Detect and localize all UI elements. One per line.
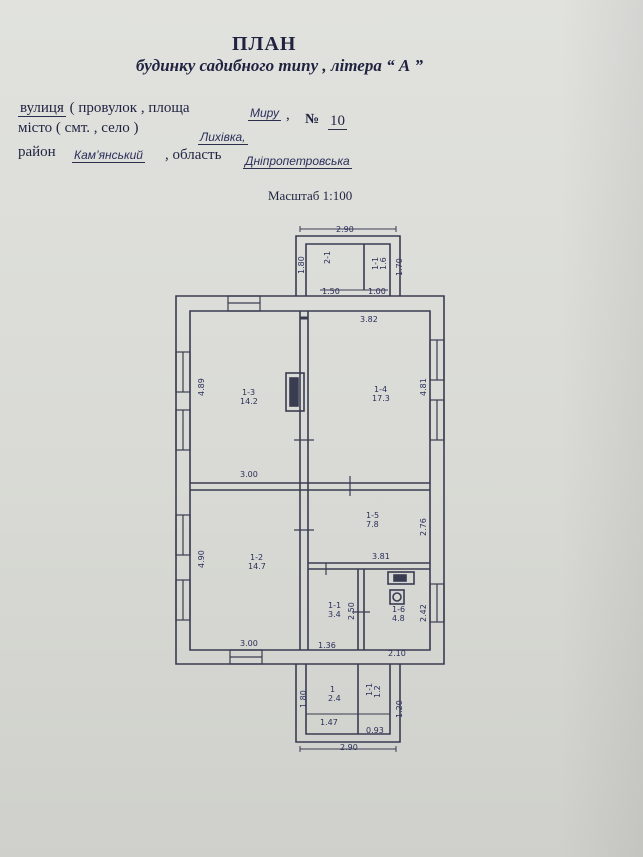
dim-label: 2.76 <box>419 518 428 536</box>
room-area: 1.2 <box>373 685 382 698</box>
dim-label: 2.42 <box>419 604 428 622</box>
stove-lower-fill <box>393 574 407 582</box>
dim-label: 4.90 <box>197 550 206 568</box>
dimension-ticks <box>299 226 397 752</box>
dim-label: 1.20 <box>395 700 404 718</box>
room-area: 2.4 <box>328 694 341 703</box>
number-label: № <box>305 112 320 127</box>
dim-label: 3.00 <box>240 470 258 479</box>
stove-upper-fill <box>289 377 299 407</box>
stove-upper <box>285 372 305 412</box>
dim-label: 1.00 <box>368 287 386 296</box>
dim-label: 3.81 <box>372 552 390 561</box>
region-value: Дніпропетровська <box>243 154 352 169</box>
top-porch-inner <box>305 243 391 296</box>
room-area: 3.4 <box>328 610 341 619</box>
dim-label: 3.82 <box>360 315 378 324</box>
dim-label: 1.36 <box>318 641 336 650</box>
bottom-porch-inner <box>305 664 391 735</box>
region-label: , область <box>165 147 222 163</box>
boiler-circle <box>392 592 402 602</box>
top-porch-outline <box>295 235 401 296</box>
dim-label: 1.80 <box>297 256 306 274</box>
number-value: 10 <box>328 113 347 130</box>
room-area: 7.8 <box>366 520 379 529</box>
dim-label: 3.00 <box>240 639 258 648</box>
street-line: вулиця ( провулок , площа <box>18 100 190 117</box>
room-area: 14.2 <box>240 397 258 406</box>
district-label: район <box>18 144 56 160</box>
dim-label: 4.81 <box>419 378 428 396</box>
district-value: Кам’янський <box>72 148 145 163</box>
room-label: 1 <box>330 685 335 694</box>
dim-label: 2.50 <box>347 602 356 620</box>
page-edge-shadow <box>560 0 643 857</box>
dim-label: 0.93 <box>366 726 384 735</box>
stove-lower <box>387 571 415 585</box>
room-label: 1-6 <box>392 605 405 614</box>
room-area: 4.8 <box>392 614 405 623</box>
plan-subtitle: будинку садибного типу , літера “ А ” <box>136 56 423 75</box>
windows <box>175 295 445 665</box>
dim-label: 2.90 <box>336 225 354 234</box>
scale-label: Масштаб 1:100 <box>268 188 353 203</box>
dim-label: 1.50 <box>322 287 340 296</box>
dim-label: 2.90 <box>340 743 358 752</box>
room-label: 1-3 <box>242 388 255 397</box>
room-area: 1.6 <box>379 257 388 270</box>
room-label: 1-4 <box>374 385 387 394</box>
plan-title: ПЛАН <box>232 33 297 55</box>
street-alt-labels: ( провулок , площа <box>65 100 190 116</box>
doors <box>294 316 370 613</box>
dim-label: 2.10 <box>388 649 406 658</box>
dim-label: 4.89 <box>197 378 206 396</box>
city-value: Лихівка, <box>198 130 248 145</box>
street-value: Миру <box>248 106 281 121</box>
room-label: 2-1 <box>323 251 332 264</box>
dim-label: 1.80 <box>299 690 308 708</box>
room-area: 17.3 <box>372 394 390 403</box>
room-label: 1-2 <box>250 553 263 562</box>
boiler <box>389 589 405 605</box>
city-label: місто ( смт. , село ) <box>18 120 139 136</box>
bottom-porch-outline <box>295 664 401 743</box>
dim-label: 1.47 <box>320 718 338 727</box>
street-label: вулиця <box>18 100 66 117</box>
room-label: 1-1 <box>371 257 380 270</box>
room-area: 14.7 <box>248 562 266 571</box>
room-label: 1-5 <box>366 511 379 520</box>
room-label: 1-1 <box>328 601 341 610</box>
street-sep: , <box>286 107 290 123</box>
room-label: 1-1 <box>365 683 374 696</box>
dim-label: 1.70 <box>395 258 404 276</box>
